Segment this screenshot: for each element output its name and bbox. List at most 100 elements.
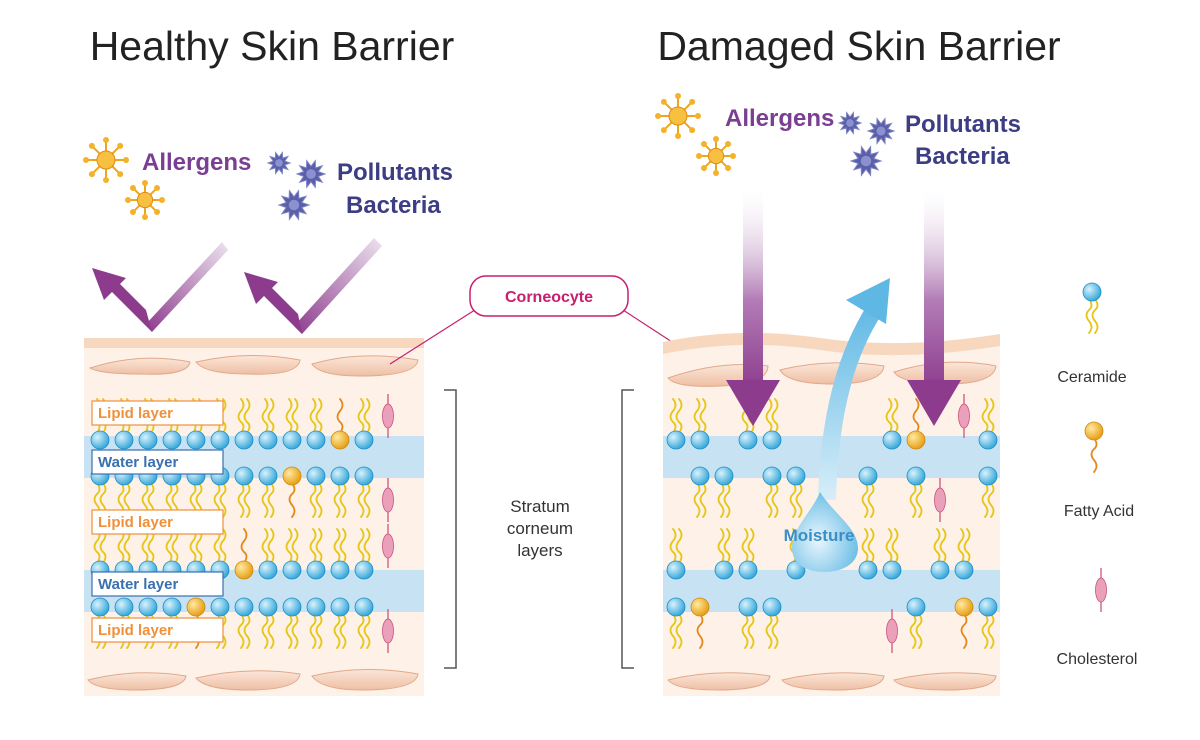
cholesterol-molecule: [934, 478, 946, 522]
ceramide-head: [738, 597, 758, 617]
fatty-acid-head: [906, 430, 926, 450]
allergens-label: Allergens: [725, 105, 834, 132]
pollutant-icon: [277, 189, 311, 221]
legend-ceramide-label: Ceramide: [1057, 369, 1126, 386]
ceramide-molecule: [954, 528, 974, 580]
lipid-tail: [333, 613, 341, 649]
ceramide-head: [858, 466, 878, 486]
lipid-tail: [747, 613, 755, 649]
legend-ceramide-icon: [1082, 282, 1102, 334]
allergen-core: [136, 191, 154, 209]
lipid-tail: [243, 398, 251, 434]
ceramide-head: [978, 466, 998, 486]
ceramide-head: [882, 560, 902, 580]
ceramide-head: [330, 560, 350, 580]
cholesterol-molecule: [382, 478, 394, 522]
cholesterol-body: [382, 533, 394, 559]
lipid-tail: [219, 528, 227, 564]
allergens-label: Allergens: [142, 149, 251, 176]
pollutant-icon: [295, 159, 327, 189]
allergen-tip: [129, 209, 136, 216]
allergen-tip: [142, 214, 148, 220]
lipid-tail: [717, 482, 725, 518]
lipid-tail: [189, 528, 197, 564]
ceramide-molecule: [666, 597, 686, 649]
cholesterol-molecule: [382, 524, 394, 568]
ceramide-molecule: [234, 398, 254, 450]
ceramide-molecule: [282, 398, 302, 450]
ceramide-molecule: [282, 528, 302, 580]
ceramide-head: [258, 466, 278, 486]
ceramide-head: [930, 560, 950, 580]
ceramide-head: [690, 466, 710, 486]
allergen-icon: [83, 137, 129, 183]
lipid-tail: [741, 528, 749, 564]
lipid-tail: [987, 482, 995, 518]
layer-label-lipid-1: Lipid layer: [91, 400, 224, 426]
legend: Ceramide Fatty Acid Cholesterol: [1057, 282, 1137, 668]
fatty-acid-head: [954, 597, 974, 617]
lipid-tail: [309, 482, 317, 518]
lipid-tail: [765, 482, 773, 518]
allergen-tip: [655, 113, 661, 119]
incoming-arrow-shaft: [294, 238, 382, 334]
allergen-tip: [695, 113, 701, 119]
lipid-tail: [213, 528, 221, 564]
lipid-tail: [765, 398, 773, 434]
allergen-tip: [154, 184, 161, 191]
fatty-acid-molecule: [954, 597, 974, 649]
fatty-acid-molecule: [906, 398, 926, 450]
stratum-label-line1: Stratum: [510, 497, 570, 516]
damaged-threat-icons: [655, 93, 896, 177]
ceramide-molecule: [306, 597, 326, 649]
ceramide-head: [762, 430, 782, 450]
ceramide-molecule: [354, 398, 374, 450]
ceramide-head: [354, 430, 374, 450]
ceramide-head: [714, 560, 734, 580]
layer-label-lipid-2: Lipid layer: [91, 509, 224, 535]
lipid-tail: [1091, 298, 1099, 334]
ceramide-head: [114, 597, 134, 617]
ceramide-head: [858, 560, 878, 580]
lipid-tail: [261, 613, 269, 649]
damaged-panel: Moisture Allergens Pollutants Bacteria: [655, 93, 1021, 696]
stratum-bracket-left: [444, 389, 457, 669]
lipid-tail: [699, 482, 707, 518]
corneocyte-cell: [88, 357, 191, 375]
pollutants-label: Pollutants: [337, 159, 453, 186]
ceramide-head: [258, 560, 278, 580]
lipid-tail: [699, 398, 707, 434]
lipid-tail: [267, 613, 275, 649]
lipid-label-box: [91, 400, 224, 426]
lipid-tail: [285, 613, 293, 649]
allergen-tip: [88, 171, 95, 178]
lipid-tail: [237, 613, 245, 649]
lipid-tail: [315, 528, 323, 564]
lipid-tail: [243, 613, 251, 649]
ceramide-head: [306, 466, 326, 486]
lipid-tail: [267, 528, 275, 564]
lipid-tail: [795, 482, 803, 518]
ceramide-head: [330, 466, 350, 486]
lipid-tail: [267, 398, 275, 434]
lipid-tail: [99, 528, 107, 564]
healthy-panel: Lipid layer Water layer Lipid layer Wate…: [83, 137, 453, 696]
lipid-tail: [723, 482, 731, 518]
deflect-arrowhead: [92, 268, 126, 300]
corneocyte-callout: Corneocyte: [389, 275, 713, 369]
lipid-tail: [333, 528, 341, 564]
pollutant-icon: [849, 145, 883, 177]
lipid-tail: [288, 482, 296, 518]
penetrating-arrowhead: [726, 380, 780, 426]
ceramide-molecule: [1082, 282, 1102, 334]
stratum-label-line3: layers: [517, 541, 562, 560]
lipid-tail: [669, 398, 677, 434]
cholesterol-body: [382, 487, 394, 513]
lipid-tail: [357, 482, 365, 518]
water-band: [663, 570, 1000, 612]
stratum-label: Stratum corneum layers: [507, 497, 573, 560]
bacteria-label: Bacteria: [346, 192, 441, 219]
ceramide-head: [210, 430, 230, 450]
pollutant-core: [846, 119, 854, 127]
lipid-tail: [357, 398, 365, 434]
